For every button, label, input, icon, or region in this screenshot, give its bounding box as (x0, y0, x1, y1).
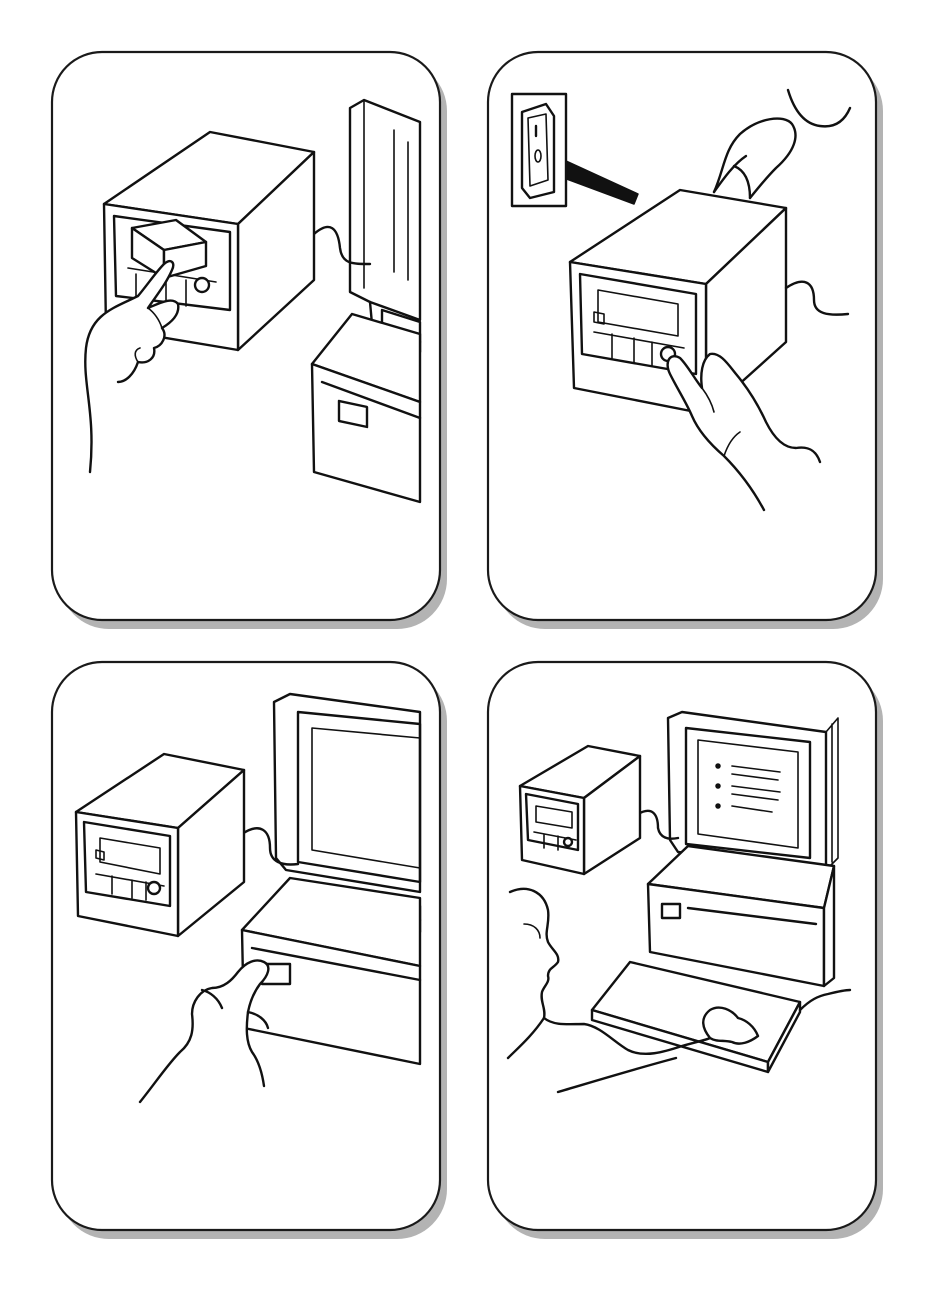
panel-4-illustration (488, 662, 876, 1230)
panel-power-on-drive (488, 52, 876, 620)
panel-1-illustration (52, 52, 440, 620)
panel-use-computer (488, 662, 876, 1230)
panel-insert-cartridge (52, 52, 440, 620)
panel-2-illustration (488, 52, 876, 620)
panel-3-illustration (52, 662, 440, 1230)
panel-power-on-computer (52, 662, 440, 1230)
